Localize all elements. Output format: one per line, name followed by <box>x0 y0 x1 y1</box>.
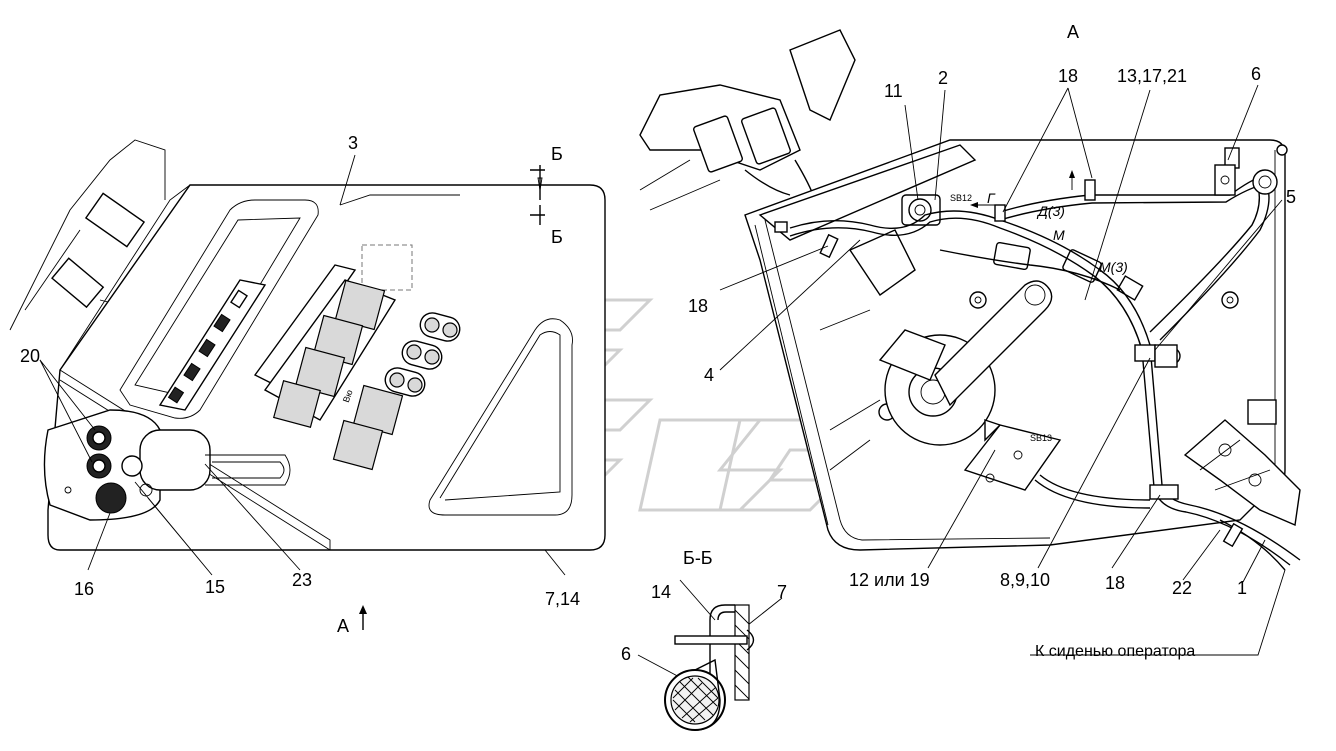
wire-harness <box>789 169 1301 571</box>
section-callout-7: 7 <box>777 582 787 602</box>
callout-5: 5 <box>1286 187 1296 207</box>
rocker-switch-6[interactable] <box>332 419 384 471</box>
callout-6: 6 <box>1251 64 1261 84</box>
view-a-title: А <box>1067 22 1079 42</box>
wire-mark-d3: Д(3) <box>1036 203 1065 219</box>
switch-sb12 <box>901 194 941 226</box>
section-mark-bottom: Б <box>551 227 563 247</box>
section-callout-6: 6 <box>621 644 631 664</box>
tag-bio: Bю <box>341 388 355 404</box>
callout-8-9-10: 8,9,10 <box>1000 570 1050 590</box>
footnote-seat: К сиденью оператора <box>1035 643 1195 660</box>
callout-13-17-21: 13,17,21 <box>1117 66 1187 86</box>
connector-b <box>741 107 791 165</box>
clamp-6 <box>1214 164 1236 196</box>
clamp-5 <box>1134 344 1156 362</box>
callout-23: 23 <box>292 570 312 590</box>
callout-11: 11 <box>884 81 903 101</box>
left-panel-view: Bю <box>9 139 606 630</box>
tag-sb12: SB12 <box>950 193 972 203</box>
valve-assembly <box>1183 419 1301 527</box>
tag-sb13: SB13 <box>1030 433 1052 443</box>
wire-mark-m3: М(3) <box>1099 259 1128 275</box>
control-lever <box>934 280 1053 407</box>
view-arrow <box>359 605 367 630</box>
section-callout-14: 14 <box>651 582 671 602</box>
fastener-rivet <box>674 635 748 645</box>
harness-connector-1 <box>993 241 1031 271</box>
wire-mark-g: Г <box>987 190 996 206</box>
callout-22: 22 <box>1172 578 1192 598</box>
callout-15: 15 <box>205 577 225 597</box>
callout-12-19: 12 или 19 <box>849 570 930 590</box>
section-title: Б-Б <box>683 548 713 568</box>
callout-4: 4 <box>704 365 714 385</box>
right-wiring-view <box>639 29 1301 656</box>
plug-cap <box>95 482 127 514</box>
connector-a <box>693 115 743 173</box>
hose-end <box>1252 169 1278 195</box>
callout-1: 1 <box>1237 578 1247 598</box>
clamp-bottom <box>1149 484 1179 500</box>
switch-block: Bю <box>253 264 461 471</box>
callout-18-bottom: 18 <box>1105 573 1125 593</box>
section-b-b <box>637 579 783 731</box>
socket-cap <box>43 409 291 521</box>
switch-sb13 <box>963 419 1062 491</box>
callout-20: 20 <box>20 346 40 366</box>
callout-7-14: 7,14 <box>545 589 580 609</box>
callout-3: 3 <box>348 133 358 153</box>
callout-18-left: 18 <box>688 296 708 316</box>
callout-2: 2 <box>938 68 948 88</box>
section-mark-top: Б <box>551 144 563 164</box>
callout-16: 16 <box>74 579 94 599</box>
view-arrow-label: А <box>337 616 349 636</box>
wire-mark-m: М <box>1053 227 1065 243</box>
indicator-strip <box>158 279 267 411</box>
section-cut-marker <box>530 165 545 225</box>
optional-module-outline <box>361 244 413 291</box>
rocker-switch-4[interactable] <box>272 379 322 429</box>
callout-18-top: 18 <box>1058 66 1078 86</box>
